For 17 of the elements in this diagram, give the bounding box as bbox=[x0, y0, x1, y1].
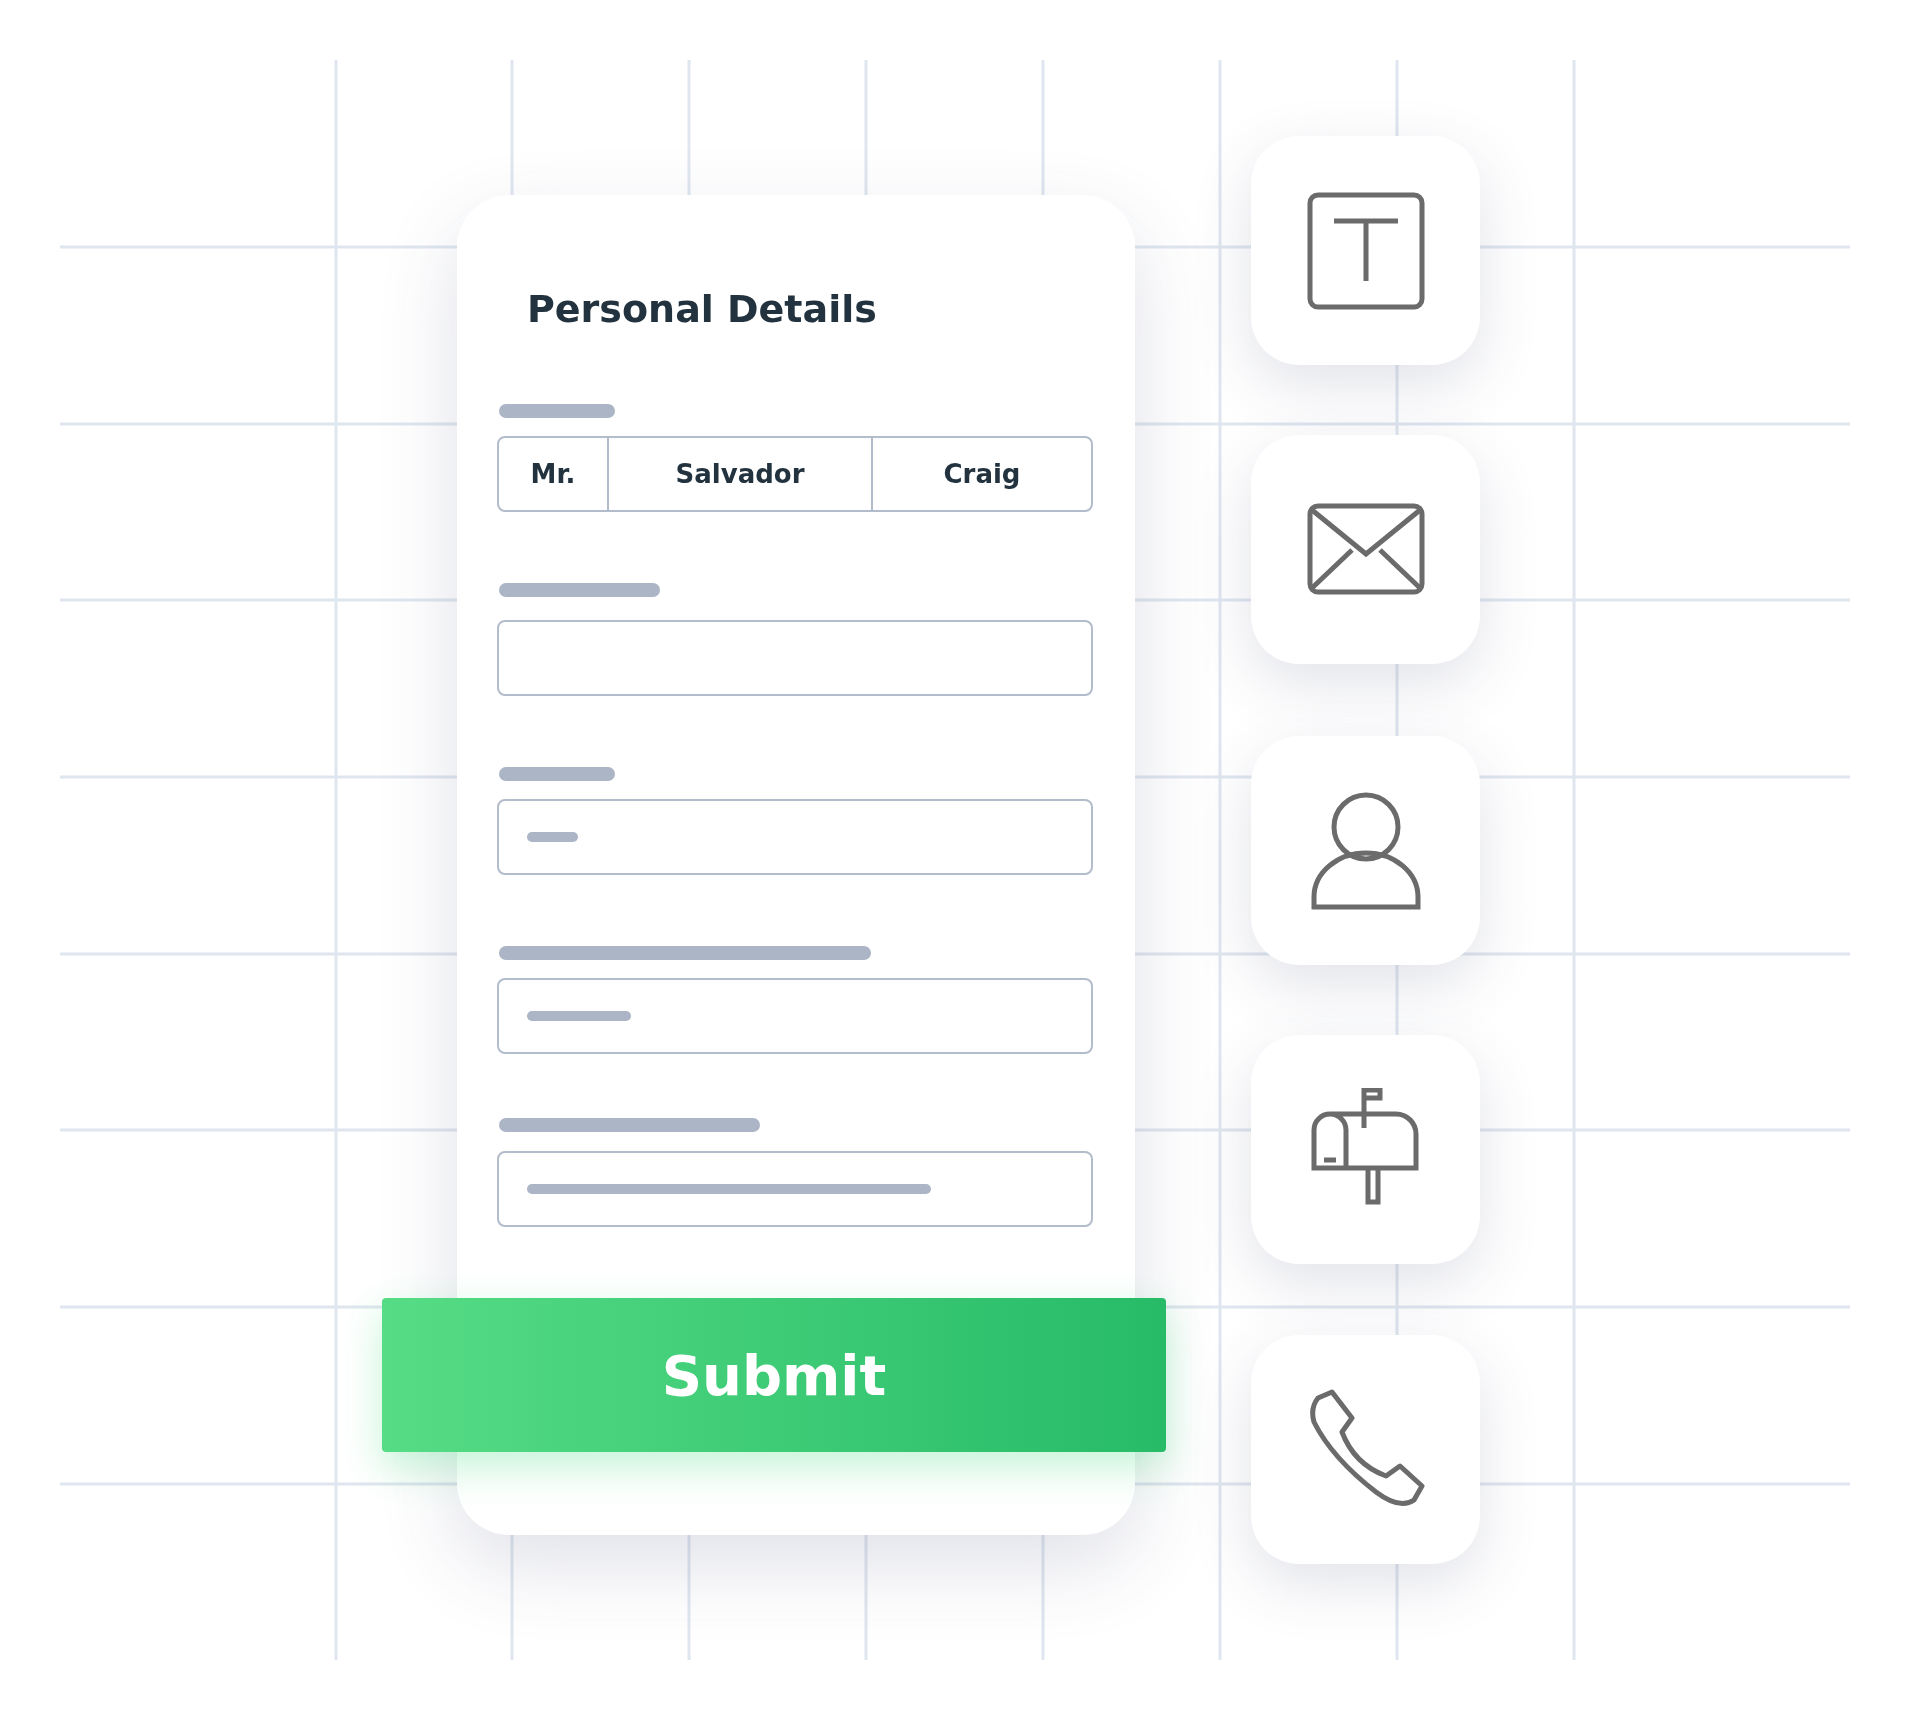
text-field bbox=[871, 436, 1093, 512]
input-field bbox=[497, 1151, 1093, 1227]
icon-tile bbox=[1251, 136, 1480, 365]
submit-button: Submit bbox=[382, 1298, 1166, 1452]
field-value: Craig bbox=[943, 459, 1021, 489]
input-field bbox=[497, 978, 1093, 1054]
field-value: Mr. bbox=[530, 459, 576, 489]
icon-tile bbox=[1251, 1335, 1480, 1564]
input-field bbox=[497, 799, 1093, 875]
text-field bbox=[497, 436, 609, 512]
icon-tile bbox=[1251, 1035, 1480, 1264]
field-value: Salvador bbox=[675, 459, 805, 489]
icon-tile bbox=[1251, 736, 1480, 965]
form-heading: Personal Details bbox=[527, 287, 877, 331]
input-field bbox=[497, 620, 1093, 696]
icon-tile bbox=[1251, 435, 1480, 664]
text-field bbox=[607, 436, 873, 512]
